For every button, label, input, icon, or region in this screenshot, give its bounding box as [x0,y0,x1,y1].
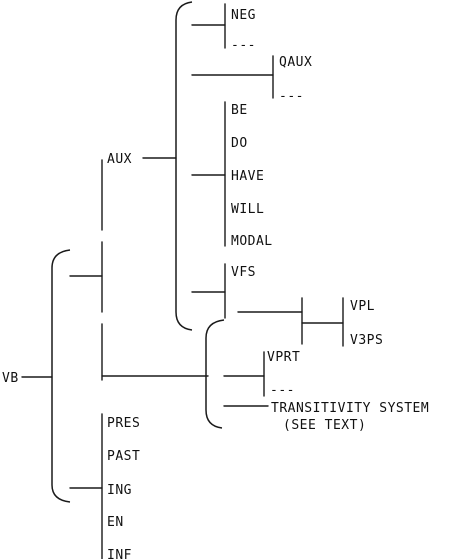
label-qaux: QAUX [279,55,312,70]
label-pres: PRES [107,416,140,431]
vprt-brace [205,319,225,429]
label-have: HAVE [231,169,264,184]
label-will: WILL [231,202,264,217]
label-past: PAST [107,449,140,464]
label-vprt: VPRT [267,350,300,365]
aux-brace [175,1,193,331]
label-vb: VB [2,371,19,386]
label-vprt-blank: --- [270,383,295,398]
label-do: DO [231,136,248,151]
label-neg-blank: --- [231,38,256,53]
label-vfs: VFS [231,265,256,280]
label-transitivity: TRANSITIVITY SYSTEM [271,401,429,416]
label-neg: NEG [231,8,256,23]
label-aux: AUX [107,152,132,167]
label-en: EN [107,515,124,530]
label-be: BE [231,103,248,118]
label-inf: INF [107,548,132,559]
label-modal: MODAL [231,234,273,249]
label-v3ps: V3PS [350,333,383,348]
label-vpl: VPL [350,299,375,314]
label-qaux-blank: --- [279,89,304,104]
label-see-text: (SEE TEXT) [283,418,366,433]
vb-brace [51,249,71,503]
label-ing: ING [107,483,132,498]
